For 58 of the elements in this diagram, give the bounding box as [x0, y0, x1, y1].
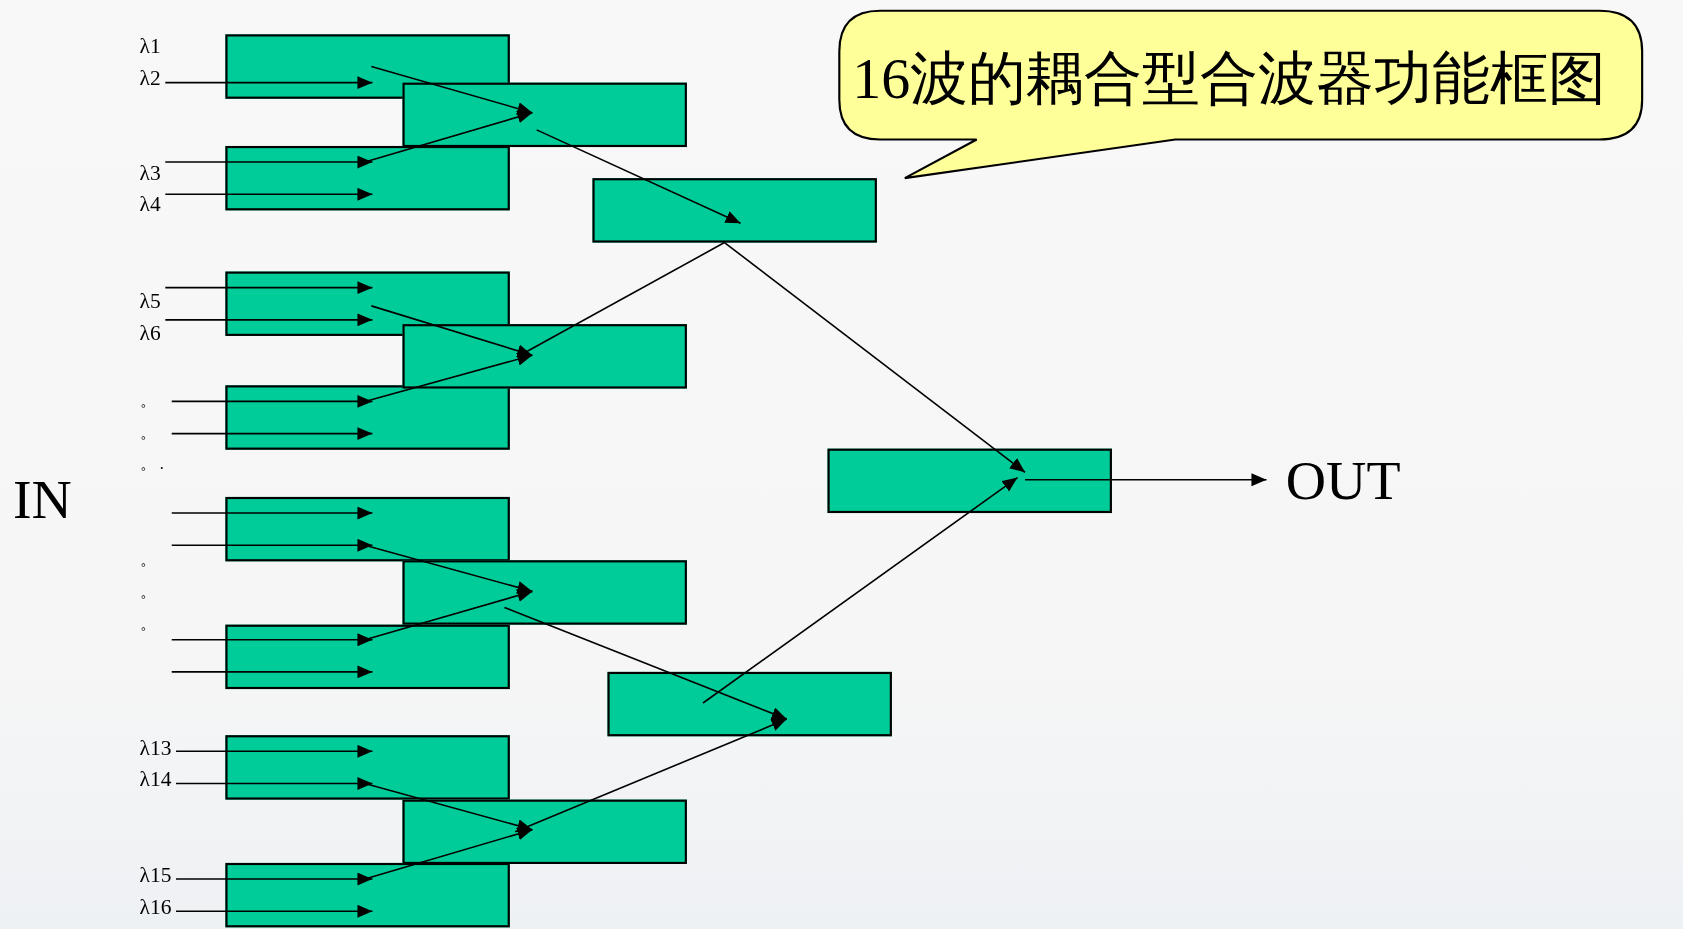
arrow: [170, 665, 374, 679]
arrow: [164, 313, 374, 327]
coupler-box: [225, 496, 510, 562]
input-label: IN: [12, 472, 72, 529]
arrow: [164, 281, 374, 295]
coupler-box: [402, 799, 687, 864]
arrow: [175, 744, 374, 758]
coupler-box: [402, 560, 687, 625]
arrow: [175, 904, 374, 918]
coupler-box: [225, 385, 510, 450]
arrow: [723, 241, 1026, 474]
arrow: [503, 606, 788, 720]
arrow: [164, 187, 374, 201]
coupler-box: [592, 178, 877, 243]
coupler-box: [225, 624, 510, 690]
wavelength-label: λ1: [139, 34, 161, 56]
wavelength-label: λ4: [139, 193, 161, 215]
coupler-box: [225, 862, 510, 928]
ellipsis-dots: 。: [139, 392, 156, 409]
coupler-box: [827, 448, 1112, 514]
coupler-box: [402, 82, 687, 148]
coupler-box: [225, 271, 510, 336]
arrow: [170, 394, 374, 408]
wavelength-label: λ6: [139, 322, 161, 344]
ellipsis-dots: 。: [139, 425, 156, 442]
wavelength-label: λ3: [139, 162, 161, 184]
wavelength-label: λ14: [139, 767, 172, 789]
arrow: [1024, 473, 1268, 487]
arrow: [370, 65, 534, 115]
arrow: [370, 305, 534, 357]
arrow: [170, 506, 374, 520]
coupler-box: [607, 671, 892, 737]
arrow: [170, 538, 374, 552]
ellipsis-dots: 。 .: [139, 456, 164, 473]
arrow: [535, 129, 742, 225]
coupler-box: [225, 34, 510, 99]
wavelength-label: λ2: [139, 66, 161, 88]
wavelength-label: λ15: [139, 864, 172, 886]
arrow: [702, 476, 1019, 704]
wavelength-label: λ16: [139, 896, 172, 918]
output-label: OUT: [1285, 452, 1401, 509]
arrow: [175, 872, 374, 886]
callout-text: 16波的耦合型合波器功能框图: [852, 49, 1606, 108]
coupler-box: [225, 145, 510, 211]
ellipsis-dots: 。: [139, 616, 156, 633]
arrow: [164, 76, 374, 90]
arrow: [514, 718, 788, 833]
coupler-box: [225, 735, 510, 800]
wavelength-label: λ5: [139, 289, 161, 312]
coupler-box: [402, 324, 687, 389]
arrow: [175, 777, 374, 790]
ellipsis-dots: 。: [139, 551, 156, 568]
arrow: [164, 155, 374, 169]
speech-bubble: [837, 8, 1645, 181]
arrow: [170, 427, 374, 441]
wavelength-label: λ13: [139, 736, 172, 758]
ellipsis-dots: 。: [139, 583, 156, 600]
arrow: [170, 633, 374, 647]
